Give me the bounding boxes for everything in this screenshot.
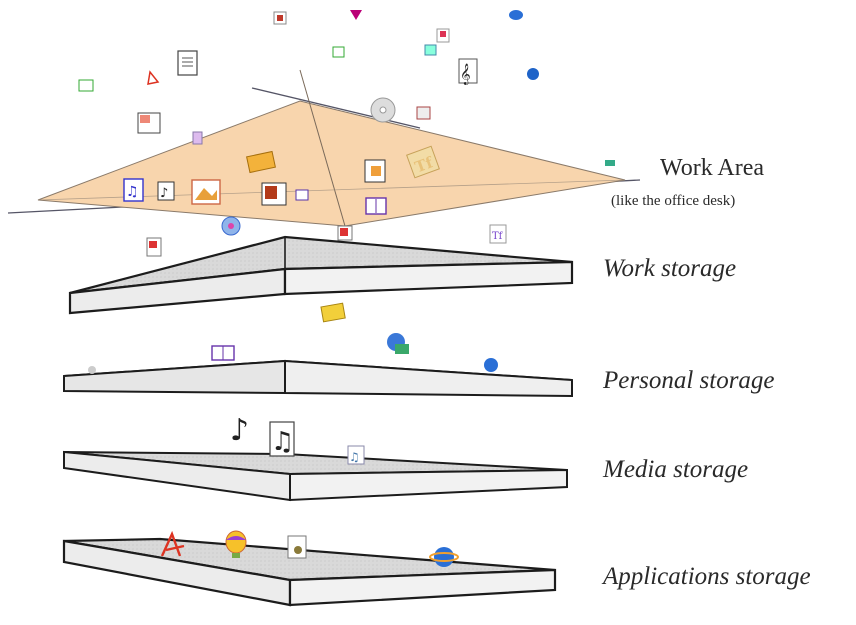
work-area-surface <box>37 100 626 227</box>
music-document-icon <box>458 58 478 84</box>
desk-axis-line <box>299 69 346 227</box>
globe-icon <box>509 10 523 20</box>
music-note-icon: ♪ <box>230 413 249 448</box>
hot-air-balloon-icon <box>350 10 362 20</box>
svg-text:♫: ♫ <box>349 450 360 464</box>
pdf-icon <box>277 15 283 21</box>
work-storage-label: Work storage <box>603 255 737 282</box>
ie-browser-icon <box>527 68 539 80</box>
work-storage-shelf <box>68 235 574 323</box>
shelf-front-right <box>283 260 574 296</box>
svg-text:♫: ♫ <box>271 427 294 457</box>
svg-text:Tf: Tf <box>492 231 504 242</box>
mail-icon <box>78 79 94 92</box>
personal-storage-shelf <box>63 333 573 398</box>
text-file-icon <box>177 50 198 76</box>
desk-icons: 𝄞 Tf ♫ ♪ <box>78 10 615 257</box>
personal-storage-label: Personal storage <box>603 367 775 394</box>
document-icon <box>157 181 175 201</box>
book-icon <box>295 189 309 201</box>
pdf-icon <box>149 241 157 248</box>
document-icon <box>332 46 345 58</box>
photo-icon <box>416 106 431 120</box>
media-storage-label: Media storage <box>603 456 749 483</box>
pdf-icon <box>160 530 185 557</box>
shelf-front-right <box>284 359 573 398</box>
treble-clef-icon: 𝄞 <box>460 64 471 85</box>
font-icon <box>489 224 507 244</box>
folder-icon <box>605 160 615 166</box>
photo-icon <box>265 186 277 199</box>
applications-storage-label: Applications storage <box>603 563 811 590</box>
work-area-plane <box>7 69 641 227</box>
folder-icon <box>246 150 276 174</box>
pdf-icon <box>440 31 446 37</box>
work-area-label: Work Area <box>660 155 765 181</box>
photo-icon <box>140 115 150 123</box>
work-area-sublabel: (like the office desk) <box>611 193 736 209</box>
folder-icon <box>320 302 346 323</box>
ie-browser-icon <box>484 358 498 372</box>
ie-browser-icon <box>434 547 454 567</box>
pdf-icon <box>147 70 160 85</box>
book-icon <box>192 131 203 145</box>
mail-icon <box>395 344 409 354</box>
music-document-icon <box>269 421 295 457</box>
shelf-front-left <box>63 359 286 395</box>
desk-axis-line <box>251 87 421 129</box>
music-document-icon <box>347 445 365 465</box>
svg-text:Tf: Tf <box>412 153 436 176</box>
music-document-icon <box>123 178 144 202</box>
applications-storage-shelf <box>62 530 557 607</box>
photo-icon <box>371 166 381 176</box>
font-icon <box>424 44 437 56</box>
pdf-icon <box>340 228 348 236</box>
shelf-front-right <box>288 568 557 607</box>
shelf-front-right <box>289 468 568 502</box>
document-icon <box>88 366 96 374</box>
media-storage-shelf: ♪ ♫ ♫ <box>63 413 568 502</box>
font-icon <box>406 145 440 179</box>
hot-air-balloon-icon <box>225 530 247 554</box>
svg-text:♫: ♫ <box>126 184 139 200</box>
svg-text:♪: ♪ <box>160 186 168 201</box>
